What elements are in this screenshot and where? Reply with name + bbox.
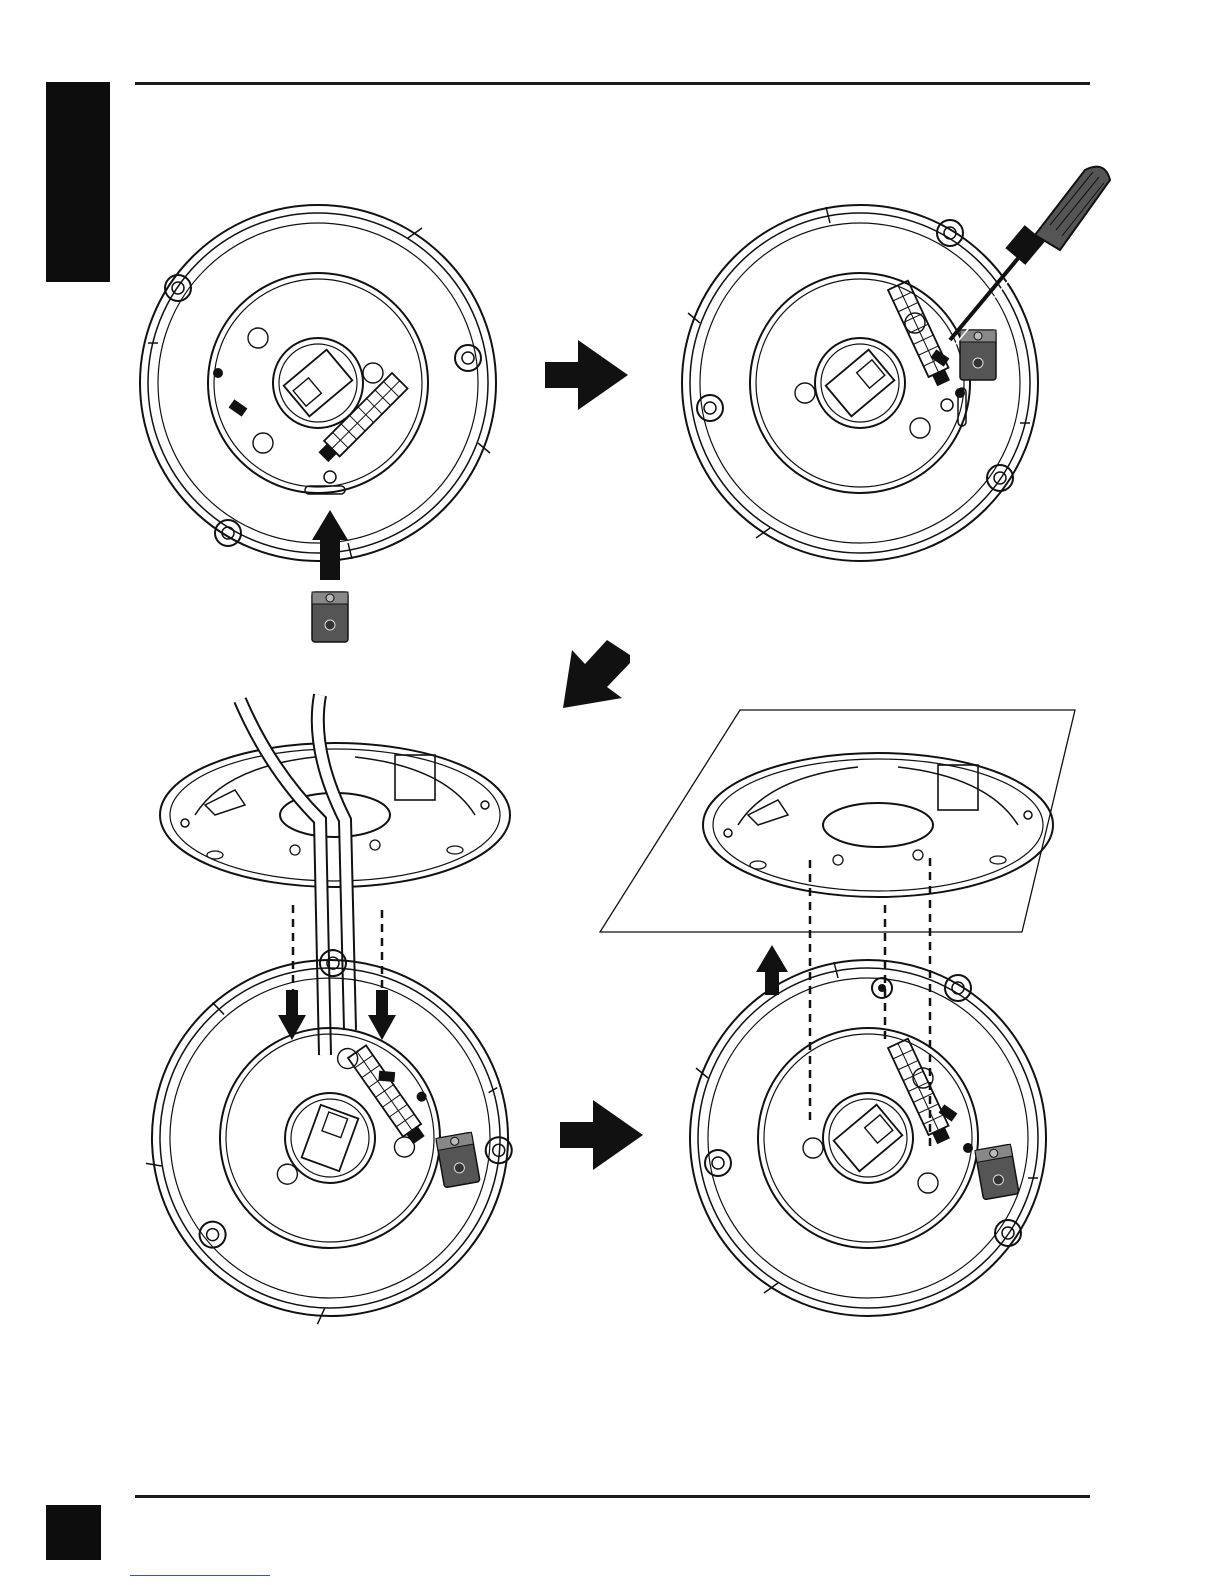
figure-step-3-dashed-guides xyxy=(278,905,396,1040)
figure-step-1-dome-bottom xyxy=(140,205,496,561)
figure-step-3-dome-bottom xyxy=(87,895,573,1381)
figure-step-4-ceiling-panel xyxy=(600,710,1075,932)
figure-step-4-dome-bottom xyxy=(690,960,1046,1316)
figure-step-1-insert-arrow xyxy=(312,510,348,580)
arrow-diagonal-down-left xyxy=(563,640,630,708)
arrow-right-2 xyxy=(560,1100,643,1170)
arrow-right-1 xyxy=(545,340,628,410)
figure-step-1-bracket xyxy=(312,592,348,642)
figure-step-3-mount-plate-cables xyxy=(160,695,510,1055)
figure-step-4-dashed-guides xyxy=(810,858,930,1150)
figure-step-2-dome-screwdriver xyxy=(682,205,1038,561)
